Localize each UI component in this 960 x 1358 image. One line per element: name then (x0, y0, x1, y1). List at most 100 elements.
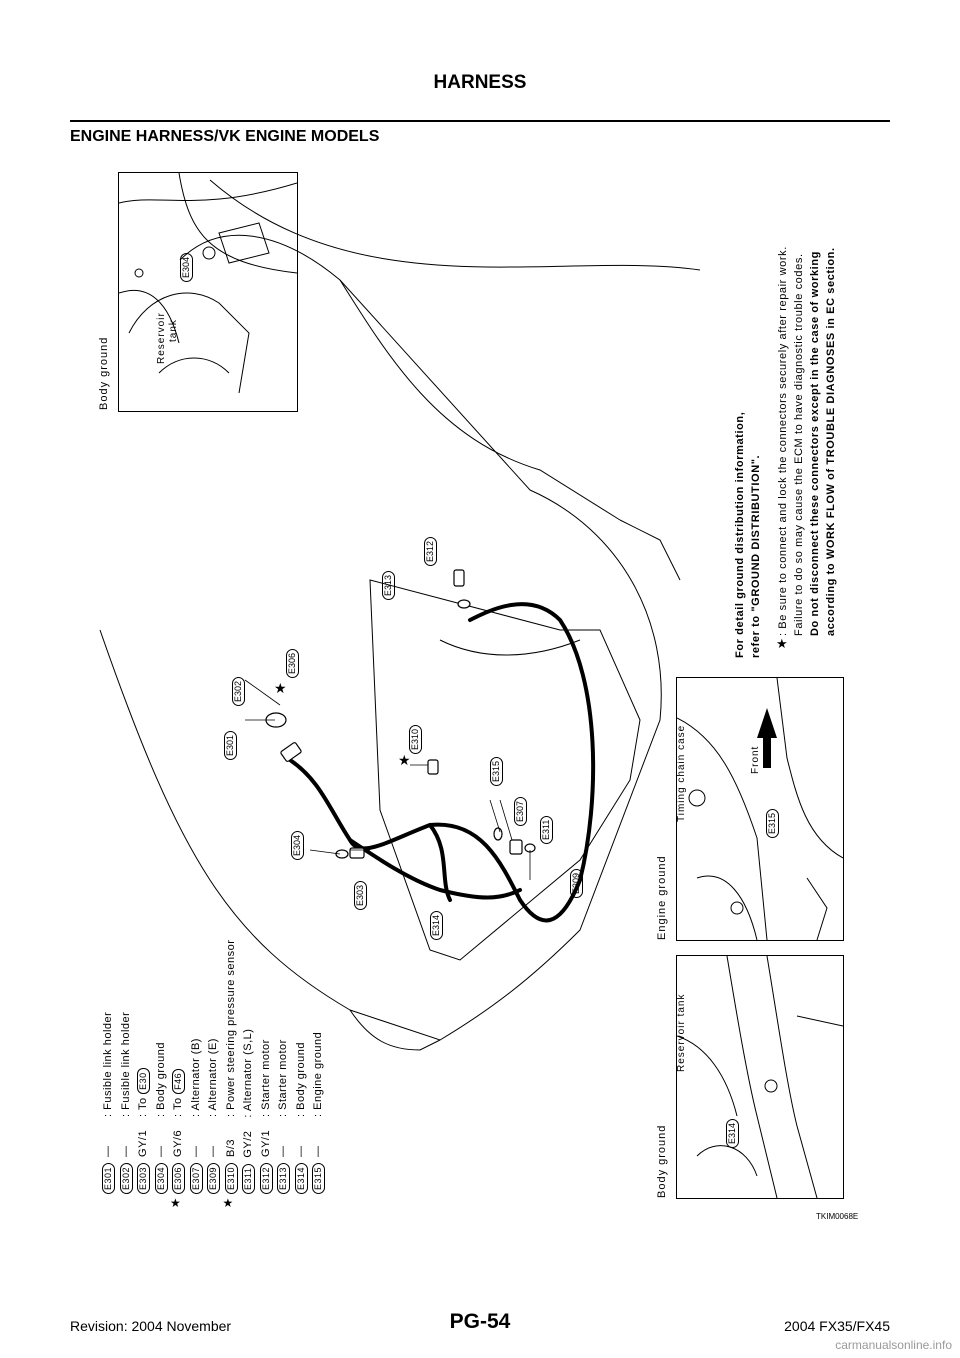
legend-color: — (312, 1145, 324, 1157)
legend-row: E310 B/3 : Power steering pressure sensor (224, 939, 238, 1194)
harness-branch (348, 838, 522, 900)
star-note-icon: ★ (776, 636, 788, 651)
engine-detail (439, 639, 581, 656)
legend-reference: E30 (137, 1068, 150, 1094)
header-rule (70, 120, 890, 122)
inset-middle-arrow-label: Front (750, 745, 761, 774)
inset-top-title: Body ground (98, 336, 110, 410)
inset-top-drawing (119, 173, 297, 394)
inset-top-label2: tank (168, 319, 179, 342)
legend-row: E309 — : Alternator (E) (207, 1038, 220, 1194)
inset-top (118, 172, 298, 412)
callout-e315: E315 (486, 751, 504, 786)
callout-e304: E304 (287, 825, 305, 860)
callout-e309: E309 (566, 863, 584, 898)
callout-e311: E311 (536, 810, 554, 844)
legend-description: : Engine ground (312, 1031, 324, 1117)
legend-code: E312 (259, 1162, 273, 1194)
legend-description: : Body ground (154, 1041, 167, 1117)
inset-bottom-label1: Reservoir tank (676, 993, 687, 1072)
legend-color: GY/6 (172, 1129, 184, 1157)
legend-description: : Alternator (B) (189, 1038, 202, 1117)
legend-code: E309 (207, 1162, 220, 1194)
legend-color: — (154, 1145, 167, 1157)
legend-code: E310 (224, 1162, 238, 1194)
legend-row: E306 GY/6 : To F46 (172, 1068, 185, 1194)
inset-middle-code: E315 (762, 803, 780, 838)
legend-description: : Alternator (E) (207, 1038, 219, 1117)
vehicle-outline (99, 234, 662, 1041)
legend-color: — (294, 1145, 307, 1157)
fender-line (339, 279, 621, 521)
lower-line (619, 519, 681, 581)
legend-color: — (189, 1145, 202, 1157)
legend-code: E304 (154, 1162, 168, 1194)
legend-description: : Power steering pressure sensor (224, 939, 237, 1117)
note-star-1: : Be sure to connect and lock the connec… (777, 246, 789, 636)
note-star-4: according to WORK FLOW of TROUBLE DIAGNO… (825, 247, 837, 636)
legend-color: B/3 (224, 1138, 237, 1157)
callout-e303: E303 (350, 875, 368, 910)
harness-main (288, 602, 596, 923)
inset-bottom-code: E314 (722, 1113, 740, 1148)
inset-middle-label1: Timing chain case (676, 724, 687, 822)
legend-row: E302—: Fusible link holder (119, 1011, 133, 1194)
callout-e302: E302 (228, 671, 246, 706)
callout-e312: E312 (420, 531, 438, 566)
legend-description: : To (137, 1093, 149, 1117)
legend-code: E313 (277, 1162, 290, 1194)
legend-color: GY/1 (259, 1129, 272, 1157)
legend-color: — (277, 1145, 289, 1157)
legend-code: E311 (242, 1163, 255, 1194)
inset-bottom (676, 955, 844, 1199)
inset-top-code: E304 (176, 247, 194, 282)
note-star-2: Failure to do so may cause the ECM to ha… (793, 253, 805, 636)
note-ground-2: refer to "GROUND DISTRIBUTION". (750, 454, 762, 658)
legend-description: : Body ground (294, 1041, 307, 1117)
section-title: ENGINE HARNESS/VK ENGINE MODELS (70, 128, 380, 145)
legend-row: E313 — : Starter motor (277, 1039, 290, 1194)
legend-code: E307 (189, 1162, 203, 1194)
callout-e307: E307 (510, 791, 528, 826)
legend-code: E301 (102, 1162, 115, 1194)
legend-row: E314—: Body ground (294, 1041, 308, 1194)
legend-code: E315 (312, 1162, 325, 1194)
harness-diagram (99, 179, 701, 1051)
legend-row: E311 GY/2 : Alternator (S,L) (242, 1029, 255, 1194)
inset-top-label1: Reservoir (156, 312, 167, 364)
callout-e313: E313 (378, 565, 396, 600)
hood-line (209, 179, 701, 271)
legend-color: — (207, 1145, 219, 1157)
legend-description: : Starter motor (277, 1039, 289, 1117)
legend-reference: F46 (172, 1068, 185, 1094)
harness-branch-2 (428, 823, 452, 902)
inset-middle (676, 677, 844, 941)
star-marker-e306: ★ (274, 680, 287, 696)
legend-color: — (102, 1145, 114, 1157)
footer-page-number: PG-54 (449, 1310, 511, 1333)
legend-description: : Starter motor (259, 1039, 272, 1117)
callout-e314: E314 (426, 905, 444, 940)
inset-bottom-title: Body ground (656, 1124, 668, 1198)
legend-code: E302 (119, 1162, 133, 1194)
engine-block (369, 579, 641, 961)
legend-row: E301 — : Fusible link holder (102, 1012, 115, 1194)
callout-e301: E301 (220, 725, 238, 760)
legend-code: E306 (172, 1162, 185, 1194)
legend-description: : Fusible link holder (119, 1011, 132, 1117)
legend-row: E304 — : Body ground (154, 1041, 168, 1194)
inset-middle-title: Engine ground (656, 855, 668, 940)
legend-color: GY/2 (242, 1130, 254, 1158)
watermark: carmanualsonline.info (835, 1338, 952, 1352)
legend-row: E303GY/1: To E30 (137, 1068, 150, 1194)
legend-description: : Fusible link holder (102, 1011, 114, 1117)
legend-description: : To (172, 1093, 184, 1117)
page-header: HARNESS (433, 72, 527, 93)
note-star-3: Do not disconnect these connectors excep… (809, 251, 821, 636)
callout-e306: E306 (282, 643, 300, 678)
legend-row: E315 — : Engine ground (312, 1032, 325, 1194)
inset-bottom-drawing (677, 956, 843, 1198)
legend-row: E312 GY/1 : Starter motor (259, 1039, 273, 1194)
legend-description: : Alternator (S,L) (242, 1028, 254, 1118)
legend-code: E303 (137, 1162, 150, 1194)
